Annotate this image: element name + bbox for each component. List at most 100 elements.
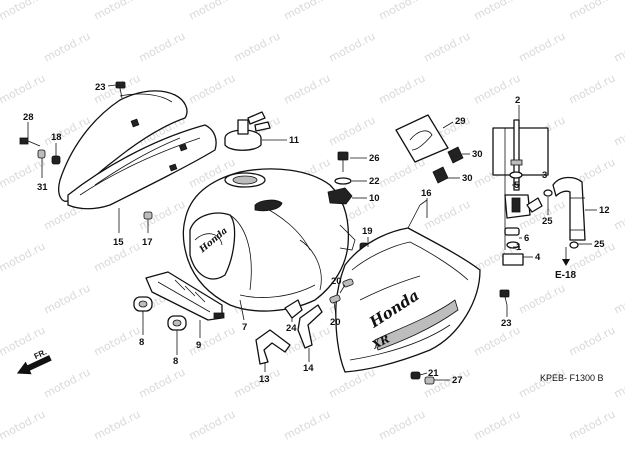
callout-1: 1 [516,242,522,253]
watermark-text: motod.ru [42,281,93,316]
callout-29: 29 [455,116,466,127]
callout-16: 16 [421,188,432,199]
callout-30-lower: 30 [462,173,473,184]
clip-20-upper [342,278,354,288]
callout-4: 4 [535,252,541,263]
plate-9 [145,271,225,321]
callout-24: 24 [286,323,297,334]
watermark-text: motod.ru [517,365,568,400]
callout-23: 23 [95,82,106,93]
bracket-10 [327,187,353,205]
callout-25-lower: 25 [594,239,605,250]
leader-lines [27,84,597,381]
callout-10: 10 [369,193,380,204]
callout-5: 5 [514,180,520,191]
bolt-26 [337,151,349,172]
callout-20-upper: 20 [331,276,342,287]
clip-20-lower [329,294,341,304]
callout-12: 12 [599,205,610,216]
reference-e18: E-18 [555,247,577,281]
watermark-text: motod.ru [517,281,568,316]
callout-28: 28 [23,112,34,123]
callout-7: 7 [242,322,247,333]
callout-25-upper: 25 [542,216,553,227]
watermark-text: motod.ru [137,365,188,400]
watermark-text: motod.ru [612,29,625,64]
watermark-text: motod.ru [0,0,47,23]
clip-25-lower [569,241,579,249]
callout-6: 6 [524,233,529,244]
watermark-text: motod.ru [377,71,428,106]
screw-21 [410,371,421,380]
watermark-text: motod.ru [567,0,618,23]
callout-17: 17 [142,237,153,248]
watermark-text: motod.ru [612,113,625,148]
callout-27: 27 [452,375,463,386]
watermark-text: motod.ru [612,281,625,316]
fuel-tank: Honda [182,168,356,312]
callout-21: 21 [428,368,439,379]
watermark-text: motod.ru [42,365,93,400]
watermark-text: motod.ru [612,365,625,400]
callout-11: 11 [289,135,300,146]
bolt-28 [19,137,41,147]
watermark-text: motod.ru [232,365,283,400]
watermark-text: motod.ru [567,407,618,442]
watermark-text: motod.ru [42,29,93,64]
watermark-text: motod.ru [567,71,618,106]
callout-30-upper: 30 [472,149,483,160]
callout-15: 15 [113,237,124,248]
fuel-hose-12 [552,176,586,241]
reference-code: E-18 [555,270,577,281]
callout-20-lower: 20 [330,317,341,328]
fuel-cap [224,111,271,151]
callout-8-lower: 8 [173,356,178,367]
watermark-text: motod.ru [472,0,523,23]
watermark-text: motod.ru [282,71,333,106]
watermark-text: motod.ru [422,29,473,64]
watermark-text: motod.ru [612,197,625,232]
callout-18: 18 [51,132,62,143]
callout-3: 3 [542,170,547,181]
stay-14 [297,304,323,349]
washer-27 [424,376,435,385]
clip-25-upper [543,189,553,197]
rubber-8-upper [133,296,153,312]
callouts: 23 11 28 18 31 15 17 2 6 22 10 1 9 16 29 3… [23,82,610,386]
left-shroud [58,90,217,210]
watermark-text: motod.ru [187,0,238,23]
watermark-text: motod.ru [377,0,428,23]
watermark-text: motod.ru [0,407,47,442]
watermark-text: motod.ru [377,407,428,442]
watermark-text: motod.ru [517,29,568,64]
collar-31 [37,149,46,159]
watermark-text: motod.ru [422,197,473,232]
bolt-23-lower [499,289,510,306]
watermark-text: motod.ru [187,71,238,106]
callout-31: 31 [37,182,48,193]
watermark-text: motod.ru [567,323,618,358]
watermark-text: motod.ru [327,113,378,148]
watermark-text: motod.ru [187,407,238,442]
nut-18 [51,155,61,165]
watermark-text: motod.ru [282,407,333,442]
watermark-text: motod.ru [92,323,143,358]
tank-shroud: Honda XR [335,227,481,373]
fuel-valve-bracket [492,127,549,250]
washer-22 [334,177,352,185]
watermark-text: motod.ru [472,407,523,442]
callout-14: 14 [303,363,314,374]
callout-2: 2 [515,95,520,106]
callout-9: 9 [196,340,201,351]
callout-22: 22 [369,176,380,187]
diagram-code: KPEB- F1300 B [540,373,604,383]
watermark-text: motod.ru [282,0,333,23]
callout-8-upper: 8 [139,337,144,348]
callout-13: 13 [259,374,270,385]
watermark-text: motod.ru [92,407,143,442]
watermark-text: motod.ru [0,71,47,106]
watermark-text: motod.ru [327,29,378,64]
bracket-13 [255,329,291,365]
callout-23-lower: 23 [501,318,512,329]
